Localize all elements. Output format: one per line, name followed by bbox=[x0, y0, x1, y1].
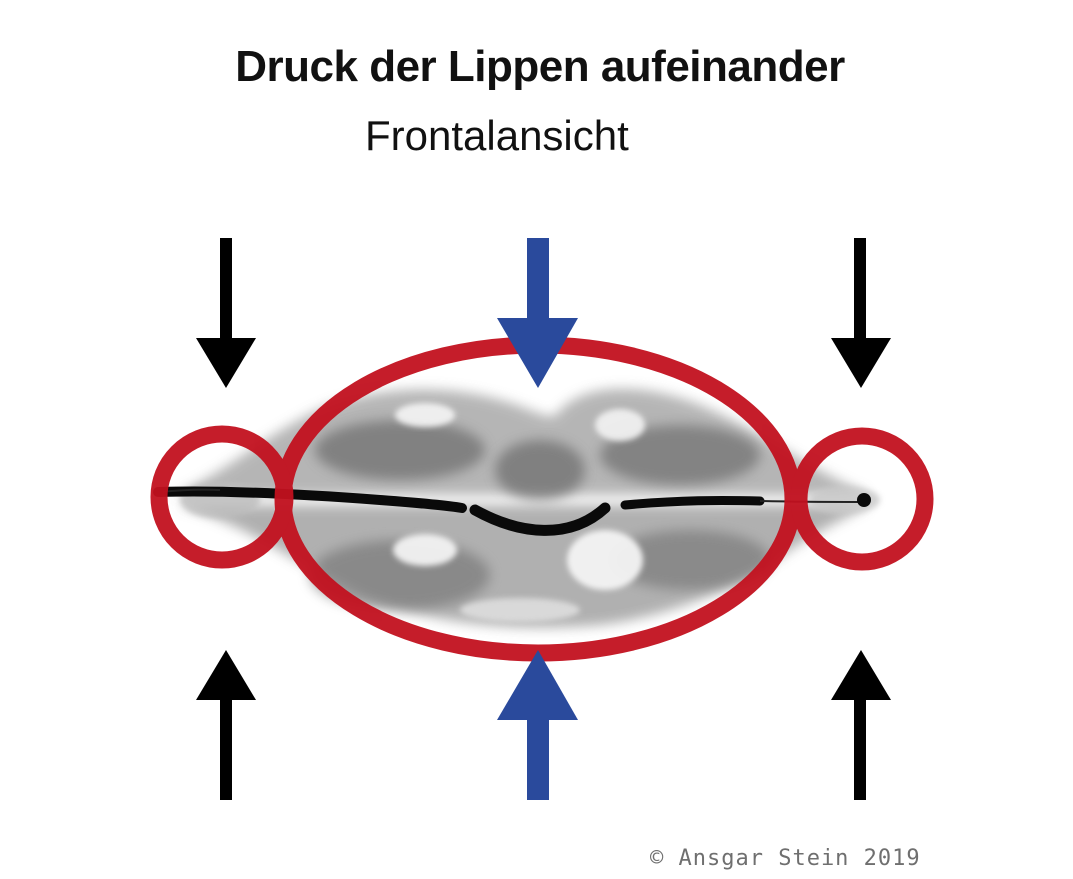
upper-lip-shadow-left bbox=[315, 420, 485, 480]
highlight-1 bbox=[395, 403, 455, 427]
arrows bbox=[196, 238, 891, 800]
upper-lip-shadow-right bbox=[600, 425, 760, 485]
right-corner-dot bbox=[857, 493, 871, 507]
arrow-right-top bbox=[831, 238, 891, 388]
mouth-line-center bbox=[469, 502, 611, 536]
copyright-notice: © Ansgar Stein 2019 bbox=[650, 846, 921, 871]
arrow-left-bottom bbox=[196, 650, 256, 800]
highlight-3 bbox=[393, 534, 457, 566]
right-ring bbox=[790, 427, 934, 571]
mouth-line-right-thin bbox=[759, 500, 861, 503]
highlight-4 bbox=[567, 530, 643, 590]
diagram-title: Druck der Lippen aufeinander bbox=[235, 42, 845, 91]
lips-illustration bbox=[153, 388, 880, 628]
arrow-right-bottom bbox=[831, 650, 891, 800]
arrow-left-top bbox=[196, 238, 256, 388]
right-corner-shading bbox=[810, 486, 880, 514]
arrow-center-bottom bbox=[497, 650, 578, 800]
mouth-line bbox=[155, 486, 467, 513]
mouth-line-right bbox=[620, 495, 765, 510]
left-ring bbox=[150, 425, 294, 569]
lower-lip-shadow-right bbox=[610, 530, 770, 590]
arrow-center-top bbox=[497, 238, 578, 388]
highlight-2 bbox=[595, 409, 645, 441]
diagram-subtitle: Frontalansicht bbox=[365, 112, 629, 159]
upper-lip-shadow-center bbox=[495, 440, 585, 500]
highlight-5 bbox=[460, 598, 580, 622]
